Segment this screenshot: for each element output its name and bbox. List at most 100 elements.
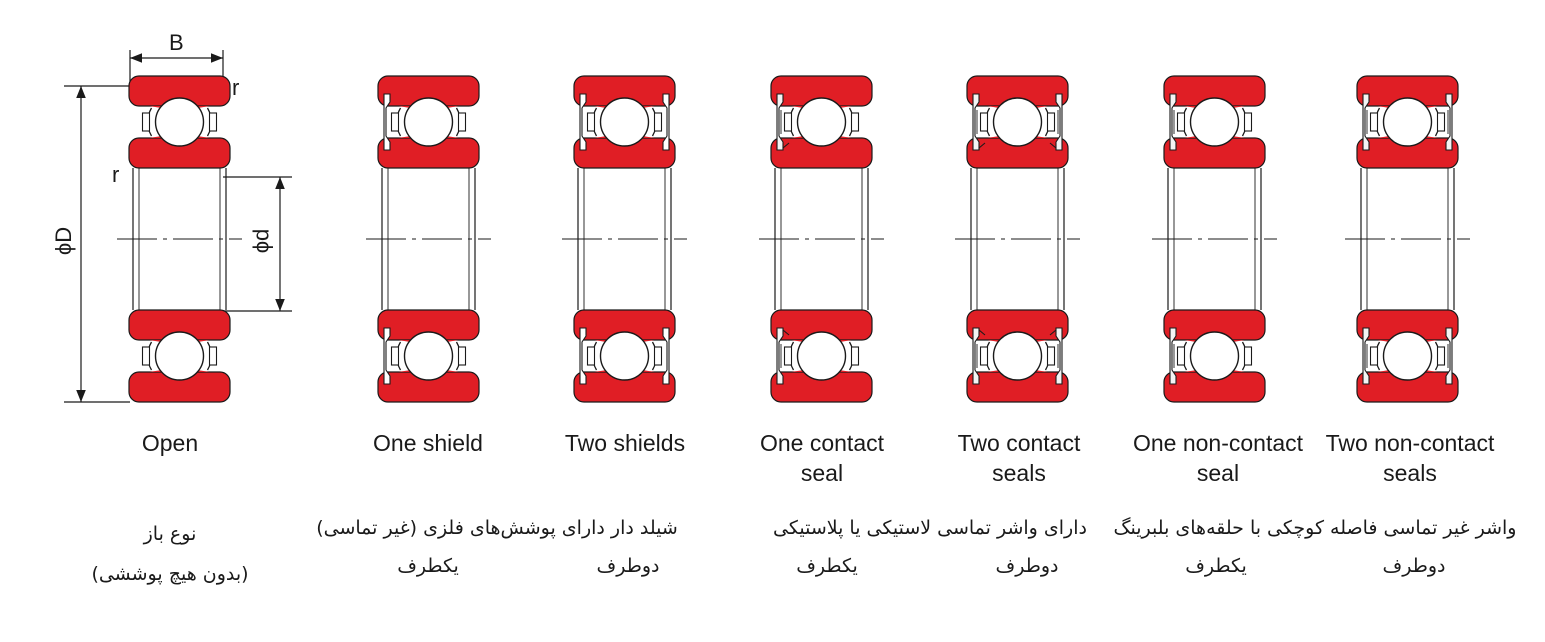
label-one-shield-line1: One shield: [373, 430, 483, 456]
dimension-lines: [64, 50, 292, 403]
shield-left-2-top: [579, 93, 587, 151]
cage-tab-right-3-top: [850, 112, 860, 132]
label-two-non-contact-seals-line1: Two non-contact: [1325, 430, 1495, 456]
ball-1-bottom: [403, 331, 454, 381]
ball-1-top: [403, 97, 454, 147]
label-one-shield: One shield: [348, 428, 508, 458]
fa-open-line1: نوع باز: [143, 523, 197, 545]
cage-tab-right-2-bottom: [653, 346, 663, 366]
bearing-0: [117, 75, 242, 403]
seal-left-3-top: [776, 93, 784, 151]
shield-right-2-top: [662, 93, 670, 151]
cage-tab-right-0-bottom: [208, 346, 218, 366]
fa-open: نوع باز (بدون هیچ پوششی): [70, 514, 270, 594]
cage-tab-left-4-top: [979, 112, 989, 132]
label-one-contact-seal-line1: One contact: [759, 430, 885, 456]
label-open: Open: [98, 428, 242, 458]
shield-left-1-top: [383, 93, 391, 151]
cage-tab-left-1-bottom: [390, 346, 400, 366]
seal-left-6-bottom: [1362, 327, 1370, 385]
seal-left-3-bottom: [776, 327, 784, 385]
cage-tab-right-3-bottom: [850, 346, 860, 366]
cage-tab-right-0-top: [208, 112, 218, 132]
cage-tab-right-2-top: [653, 112, 663, 132]
seal-lip-right-4-top: [1049, 142, 1057, 149]
bearing-5: [1152, 75, 1277, 403]
seal-left-4-top: [972, 93, 980, 151]
label-two-non-contact-seals: Two non-contact seals: [1315, 428, 1505, 488]
ball-6-bottom: [1382, 331, 1433, 381]
label-two-non-contact-seals-line2: seals: [1383, 460, 1437, 486]
seal-left-4-bottom: [972, 327, 980, 385]
label-one-non-contact-seal: One non-contact seal: [1118, 428, 1318, 488]
seal-right-4-top: [1055, 93, 1063, 151]
cage-tab-right-5-top: [1243, 112, 1253, 132]
shield-left-2-bottom: [579, 327, 587, 385]
fa-one-side-noncontact: یکطرف: [1185, 555, 1247, 577]
ball-0-bottom: [154, 331, 205, 381]
bearing-6: [1345, 75, 1470, 403]
fa-two-side-shield: دوطرف: [596, 555, 660, 577]
ball-3-bottom: [796, 331, 847, 381]
cage-tab-left-0-bottom: [141, 346, 151, 366]
bearings-layer: [117, 75, 1470, 403]
label-two-shields-line1: Two shields: [564, 430, 686, 456]
cage-tab-right-4-bottom: [1046, 346, 1056, 366]
seal-left-5-bottom: [1169, 327, 1177, 385]
label-one-contact-seal: One contact seal: [732, 428, 912, 488]
ball-4-top: [992, 97, 1043, 147]
ball-3-top: [796, 97, 847, 147]
cage-tab-left-3-top: [783, 112, 793, 132]
ball-2-bottom: [599, 331, 650, 381]
cage-tab-left-6-top: [1369, 112, 1379, 132]
label-two-contact-seals: Two contact seals: [929, 428, 1109, 488]
cage-tab-right-1-top: [457, 112, 467, 132]
cage-tab-left-3-bottom: [783, 346, 793, 366]
cage-tab-right-6-bottom: [1436, 346, 1446, 366]
dim-inner-diameter-label: ϕd: [248, 228, 274, 254]
fa-shield-title: شیلد دار دارای پوشش‌های فلزی (غیر تماسی): [316, 517, 678, 539]
fa-two-side-contact: دوطرف: [995, 555, 1059, 577]
bearing-4: [955, 75, 1080, 403]
cage-tab-left-4-bottom: [979, 346, 989, 366]
cage-tab-left-2-top: [586, 112, 596, 132]
ball-6-top: [1382, 97, 1433, 147]
fa-noncontact-title: واشر غیر تماسی فاصله کوچکی با حلقه‌های ب…: [1113, 517, 1517, 539]
cage-tab-left-2-bottom: [586, 346, 596, 366]
fa-one-side-shield: یکطرف: [397, 555, 459, 577]
label-one-non-contact-seal-line1: One non-contact: [1132, 430, 1304, 456]
seal-right-6-bottom: [1445, 327, 1453, 385]
cage-tab-left-5-bottom: [1176, 346, 1186, 366]
cage-tab-right-5-bottom: [1243, 346, 1253, 366]
fa-open-line2: (بدون هیچ پوششی): [91, 563, 249, 585]
cage-tab-left-1-top: [390, 112, 400, 132]
label-two-contact-seals-line2: seals: [992, 460, 1046, 486]
label-two-shields: Two shields: [545, 428, 705, 458]
seal-left-5-top: [1169, 93, 1177, 151]
seal-lip-left-3-top: [782, 142, 790, 149]
bearing-2: [562, 75, 687, 403]
bearing-1: [366, 75, 491, 403]
fa-two-side-noncontact: دوطرف: [1382, 555, 1446, 577]
label-one-non-contact-seal-line2: seal: [1196, 460, 1240, 486]
fa-contact-title: دارای واشر تماسی لاستیکی یا پلاستیکی: [773, 517, 1087, 539]
cage-tab-left-0-top: [141, 112, 151, 132]
dim-r-left-label: r: [112, 162, 120, 187]
dim-r-top-label: r: [232, 75, 240, 100]
ball-5-bottom: [1189, 331, 1240, 381]
seal-right-4-bottom: [1055, 327, 1063, 385]
seal-lip-left-3-bottom: [782, 329, 790, 336]
cage-tab-right-6-top: [1436, 112, 1446, 132]
dim-outer-diameter-label: ϕD: [51, 226, 77, 256]
cage-tab-right-4-top: [1046, 112, 1056, 132]
shield-left-1-bottom: [383, 327, 391, 385]
label-open-line1: Open: [141, 430, 199, 456]
label-two-contact-seals-line1: Two contact: [957, 430, 1081, 456]
ball-2-top: [599, 97, 650, 147]
fa-one-side-contact: یکطرف: [796, 555, 858, 577]
seal-lip-left-4-bottom: [978, 329, 986, 336]
cage-tab-right-1-bottom: [457, 346, 467, 366]
bearing-3: [759, 75, 884, 403]
ball-4-bottom: [992, 331, 1043, 381]
